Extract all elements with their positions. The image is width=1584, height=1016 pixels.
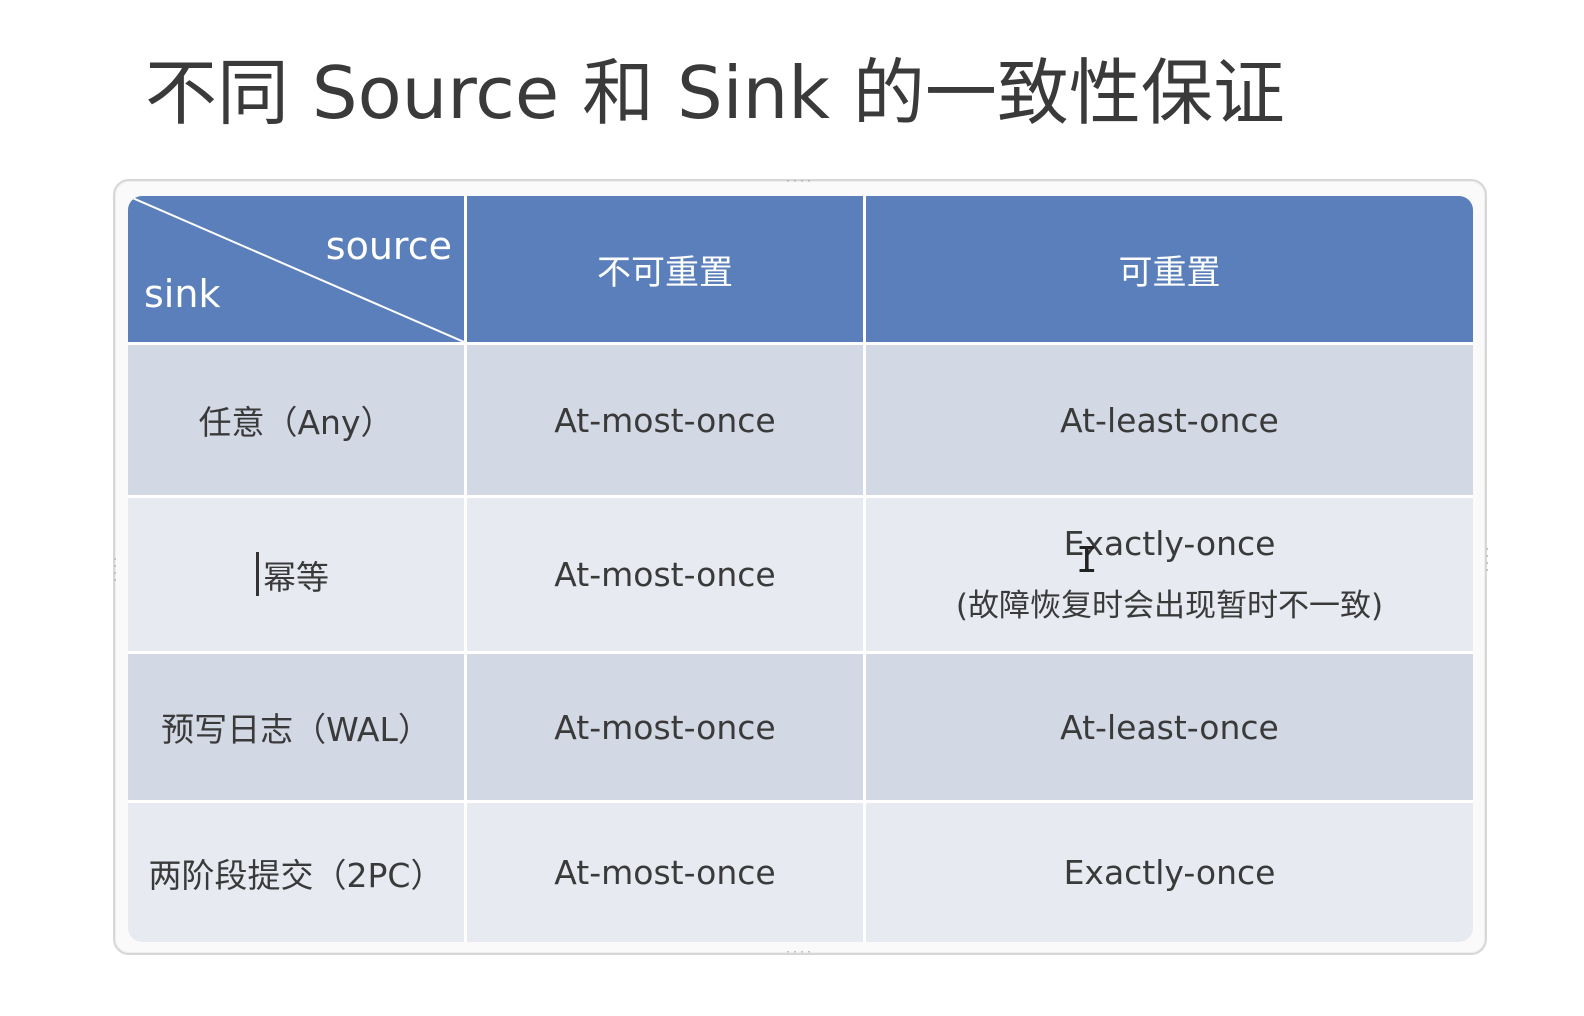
cell-wal-resettable[interactable]: At-least-once xyxy=(866,654,1473,800)
corner-sink-label: sink xyxy=(144,272,221,316)
row-label-idempotent-text: 幂等 xyxy=(263,557,329,597)
cell-idempotent-resettable-note: (故障恢复时会出现暂时不一致) xyxy=(955,587,1384,624)
bottom-resize-handle[interactable]: ···· xyxy=(785,947,814,958)
cell-wal-non-resettable[interactable]: At-most-once xyxy=(467,654,863,800)
corner-header-cell[interactable]: source sink xyxy=(128,196,464,342)
diagonal-divider xyxy=(128,196,464,342)
cell-any-resettable[interactable]: At-least-once xyxy=(866,345,1473,495)
consistency-table: source sink 不可重置 可重置 任意（Any） At-most-onc… xyxy=(128,196,1473,942)
row-label-wal[interactable]: 预写日志（WAL） xyxy=(128,654,464,800)
column-header-non-resettable[interactable]: 不可重置 xyxy=(467,196,863,342)
corner-source-label: source xyxy=(325,224,452,268)
cell-2pc-non-resettable[interactable]: At-most-once xyxy=(467,803,863,942)
text-cursor xyxy=(256,552,259,596)
column-header-resettable[interactable]: 可重置 xyxy=(866,196,1473,342)
cell-any-non-resettable[interactable]: At-most-once xyxy=(467,345,863,495)
row-label-idempotent[interactable]: 幂等 xyxy=(128,498,464,651)
slide-title: 不同 Source 和 Sink 的一致性保证 xyxy=(145,51,1285,135)
cell-idempotent-resettable-main: Exactly-once xyxy=(1063,523,1276,563)
top-resize-handle[interactable]: ···· xyxy=(785,176,814,187)
right-resize-handle[interactable]: ···· xyxy=(1481,546,1492,575)
row-label-any[interactable]: 任意（Any） xyxy=(128,345,464,495)
cell-2pc-resettable[interactable]: Exactly-once xyxy=(866,803,1473,942)
cell-idempotent-resettable[interactable]: Exactly-once (故障恢复时会出现暂时不一致) I xyxy=(866,498,1473,651)
mouse-ibeam-cursor-icon: I xyxy=(1076,540,1098,581)
row-label-2pc[interactable]: 两阶段提交（2PC） xyxy=(128,803,464,942)
left-resize-handle[interactable]: ···· xyxy=(109,556,120,585)
cell-idempotent-non-resettable[interactable]: At-most-once xyxy=(467,498,863,651)
